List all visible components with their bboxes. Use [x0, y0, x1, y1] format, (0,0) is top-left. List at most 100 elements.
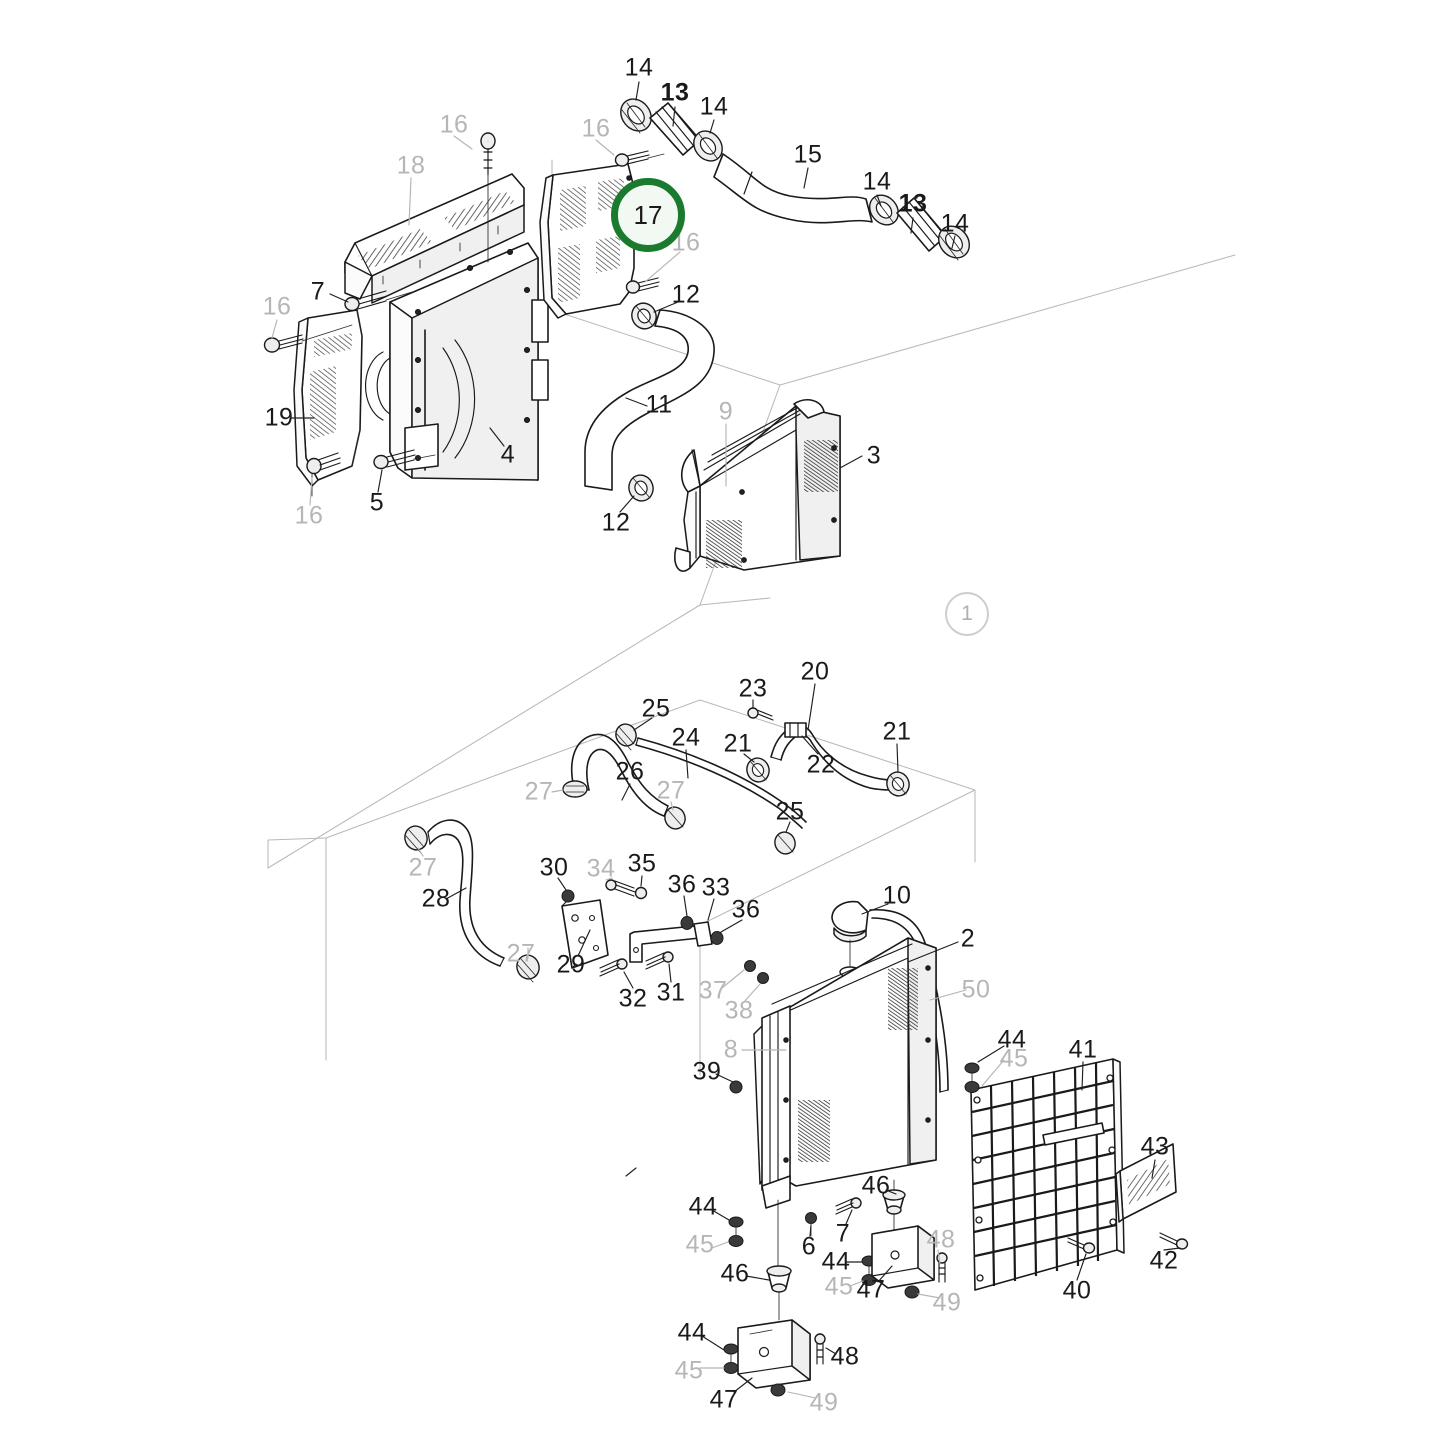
callout-14[interactable]: 14: [699, 92, 729, 121]
callout-46[interactable]: 46: [720, 1259, 750, 1288]
callout-27[interactable]: 27: [656, 776, 686, 805]
callout-5[interactable]: 5: [369, 488, 385, 517]
assembly-boundary-lower: [325, 699, 976, 1076]
callout-4[interactable]: 4: [500, 440, 516, 469]
callout-42[interactable]: 42: [1149, 1246, 1179, 1275]
part-35-washer: [634, 886, 648, 900]
callout-48[interactable]: 48: [926, 1225, 956, 1254]
callout-44[interactable]: 44: [821, 1247, 851, 1276]
callout-45[interactable]: 45: [824, 1272, 854, 1301]
part-13-bellows-a: [649, 102, 701, 156]
callout-39[interactable]: 39: [692, 1057, 722, 1086]
callout-16[interactable]: 16: [581, 114, 611, 143]
fasteners-upper-group: [263, 132, 665, 497]
callout-31[interactable]: 31: [656, 978, 686, 1007]
callout-16[interactable]: 16: [294, 501, 324, 530]
callout-49[interactable]: 49: [809, 1388, 839, 1417]
callout-29[interactable]: 29: [556, 950, 586, 979]
part-14-clamp-c: [868, 194, 900, 226]
callout-21[interactable]: 21: [723, 729, 753, 758]
part-41-grille-screen: [970, 1058, 1125, 1291]
reference-bubble-1[interactable]: 1: [945, 592, 989, 636]
callout-45[interactable]: 45: [999, 1044, 1029, 1073]
part-34-bolt: [605, 879, 636, 897]
callout-3[interactable]: 3: [866, 441, 882, 470]
fastener-16-top: [480, 132, 496, 263]
callout-48[interactable]: 48: [830, 1342, 860, 1371]
callout-49[interactable]: 49: [932, 1288, 962, 1317]
callout-46[interactable]: 46: [861, 1171, 891, 1200]
callout-20[interactable]: 20: [800, 657, 830, 686]
callout-47[interactable]: 47: [709, 1385, 739, 1414]
callout-41[interactable]: 41: [1068, 1035, 1098, 1064]
callout-27[interactable]: 27: [506, 939, 536, 968]
fastener-7-upper: [344, 290, 413, 312]
callout-12[interactable]: 12: [601, 508, 631, 537]
callout-25[interactable]: 25: [641, 694, 671, 723]
callout-33[interactable]: 33: [701, 873, 731, 902]
callout-8[interactable]: 8: [723, 1035, 739, 1064]
callout-10[interactable]: 10: [882, 881, 912, 910]
callout-14[interactable]: 14: [624, 53, 654, 82]
callout-2[interactable]: 2: [960, 924, 976, 953]
callout-44[interactable]: 44: [997, 1025, 1027, 1054]
part-32-bolt: [599, 958, 628, 977]
callout-36[interactable]: 36: [731, 895, 761, 924]
part-46-isolator-upper: [882, 1179, 906, 1231]
highlight-part-number: 17: [633, 199, 663, 230]
callout-9[interactable]: 9: [718, 397, 734, 426]
part-30-nut: [561, 889, 575, 903]
callout-27[interactable]: 27: [408, 853, 438, 882]
callout-38[interactable]: 38: [724, 996, 754, 1025]
part-48-bolt-upper: [936, 1252, 948, 1283]
callout-36[interactable]: 36: [667, 870, 697, 899]
callout-6[interactable]: 6: [801, 1232, 817, 1261]
highlighted-part-17-bubble[interactable]: 17: [611, 178, 685, 252]
callout-45[interactable]: 45: [685, 1230, 715, 1259]
callout-30[interactable]: 30: [539, 853, 569, 882]
callout-40[interactable]: 40: [1062, 1276, 1092, 1305]
callout-43[interactable]: 43: [1140, 1132, 1170, 1161]
part-22-hose-clip: [784, 722, 807, 738]
callout-7[interactable]: 7: [835, 1219, 851, 1248]
callout-44[interactable]: 44: [688, 1192, 718, 1221]
callout-11[interactable]: 11: [645, 390, 673, 419]
fasteners-bracket-group: [561, 879, 769, 984]
callout-12[interactable]: 12: [671, 280, 701, 309]
callout-13[interactable]: 13: [898, 189, 928, 218]
callout-47[interactable]: 47: [856, 1275, 886, 1304]
callout-14[interactable]: 14: [940, 209, 970, 238]
callout-34[interactable]: 34: [586, 854, 616, 883]
callout-35[interactable]: 35: [627, 849, 657, 878]
part-15-charge-air-hose: [713, 153, 873, 224]
callout-24[interactable]: 24: [671, 723, 701, 752]
callout-28[interactable]: 28: [421, 884, 451, 913]
callout-19[interactable]: 19: [264, 403, 294, 432]
callout-7[interactable]: 7: [310, 277, 326, 306]
callout-15[interactable]: 15: [793, 140, 823, 169]
callout-32[interactable]: 32: [618, 984, 648, 1013]
callout-13[interactable]: 13: [660, 78, 690, 107]
callout-37[interactable]: 37: [698, 976, 728, 1005]
callout-14[interactable]: 14: [862, 167, 892, 196]
callout-23[interactable]: 23: [738, 674, 768, 703]
callout-45[interactable]: 45: [674, 1356, 704, 1385]
part-27-clamp-d: [516, 954, 540, 983]
callout-18[interactable]: 18: [396, 151, 426, 180]
callout-26[interactable]: 26: [615, 757, 645, 786]
part-36-nut-b: [710, 931, 724, 945]
part-11-radiator-hose: [584, 309, 715, 491]
callout-16[interactable]: 16: [439, 110, 469, 139]
part-40-screw: [1067, 1237, 1096, 1254]
callout-50[interactable]: 50: [961, 975, 991, 1004]
callout-16[interactable]: 16: [262, 292, 292, 321]
callout-25[interactable]: 25: [775, 797, 805, 826]
callout-22[interactable]: 22: [806, 750, 836, 779]
callout-21[interactable]: 21: [882, 717, 912, 746]
part-25-clamp-upper: [615, 723, 637, 751]
callout-27[interactable]: 27: [524, 777, 554, 806]
part-42-screw: [1159, 1232, 1189, 1250]
washer-nut-stack-right-upper: [964, 1062, 980, 1093]
part-19-left-baffle: [293, 309, 363, 487]
callout-44[interactable]: 44: [677, 1318, 707, 1347]
